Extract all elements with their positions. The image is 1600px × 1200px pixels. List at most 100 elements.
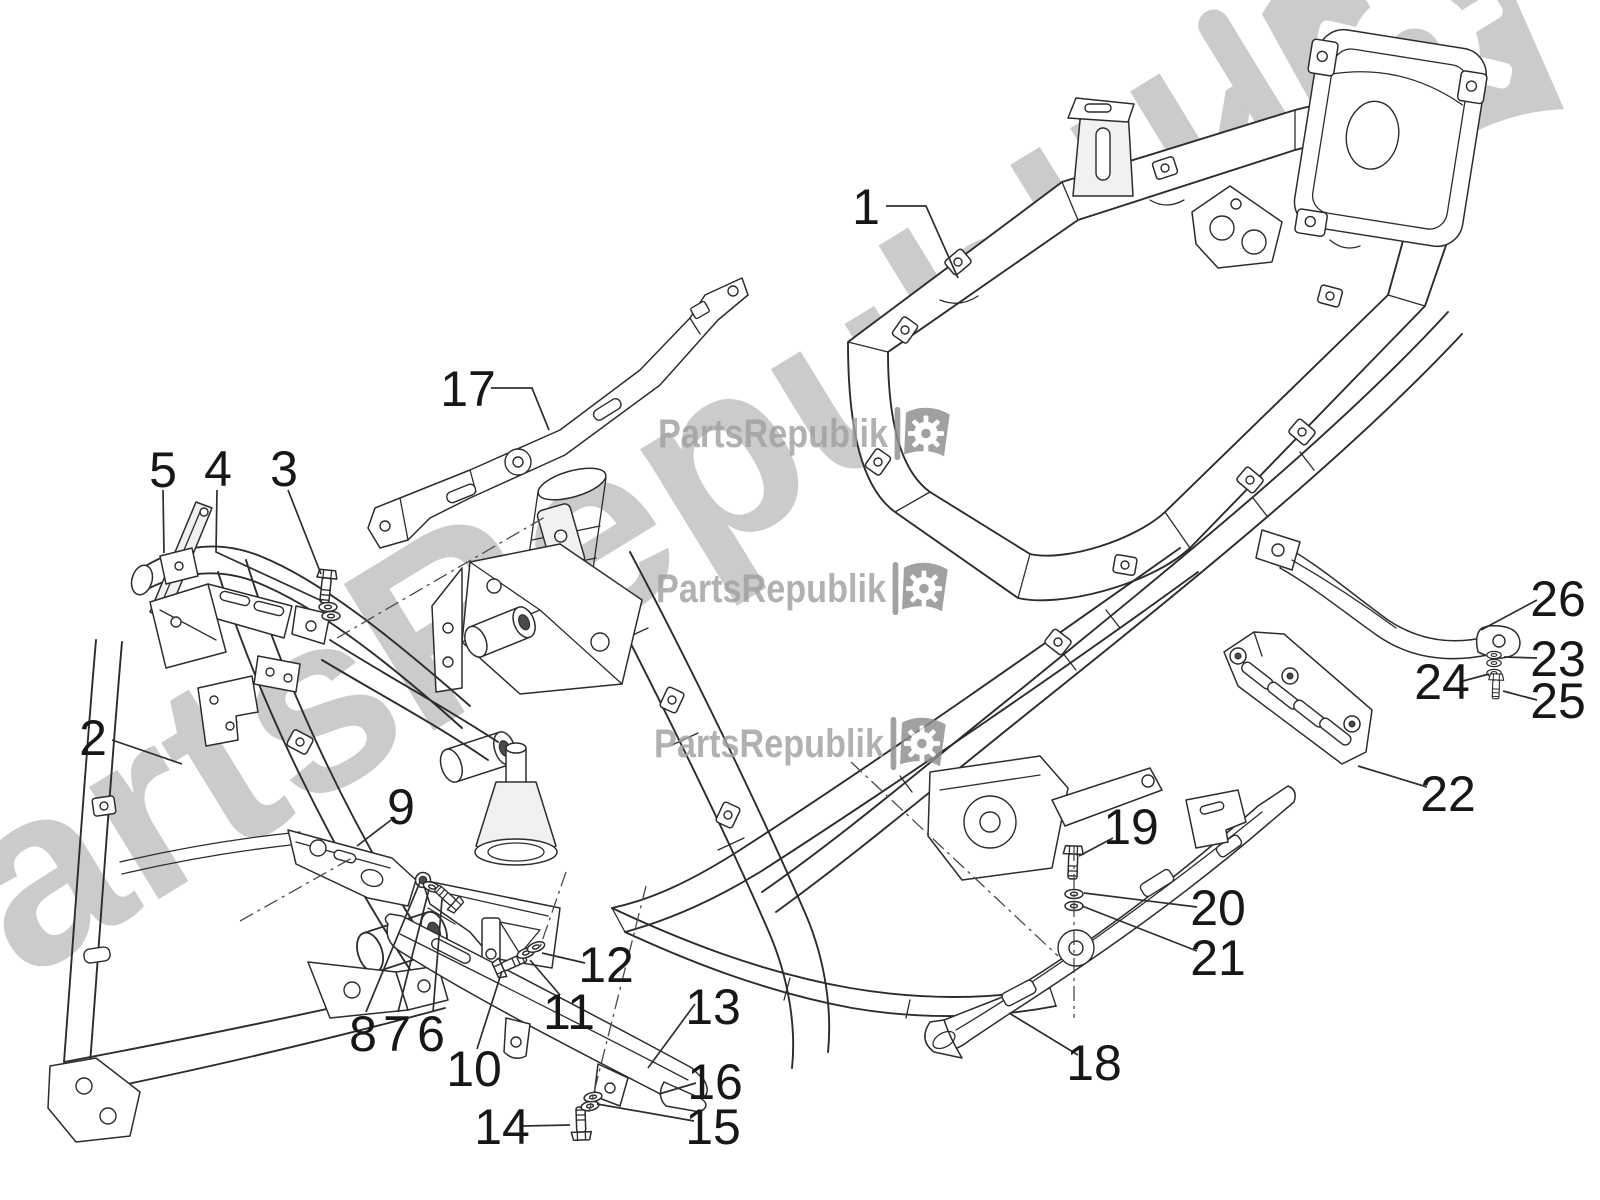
callout-12: 12 bbox=[541, 937, 634, 993]
callout-number: 22 bbox=[1420, 766, 1476, 822]
callout-1: 1 bbox=[852, 179, 959, 279]
subframe-head-cluster bbox=[130, 501, 499, 761]
callout-7: 7 bbox=[383, 888, 430, 1062]
callout-number: 18 bbox=[1066, 1035, 1122, 1091]
part-18-right-rail bbox=[924, 785, 1296, 1059]
callout-number: 6 bbox=[417, 1006, 445, 1062]
engine-hanger-bracket bbox=[1191, 185, 1283, 269]
callout-number: 8 bbox=[349, 1006, 377, 1062]
callout-leader-line bbox=[491, 387, 550, 431]
callout-20: 20 bbox=[1083, 880, 1246, 936]
part-23-washer bbox=[1486, 650, 1502, 660]
center-axis-line bbox=[239, 857, 353, 922]
callout-15: 15 bbox=[596, 1099, 741, 1155]
callout-24: 24 bbox=[1414, 654, 1490, 710]
center-axis-line bbox=[336, 516, 546, 639]
callout-leader-line bbox=[365, 881, 421, 1013]
stencil-watermark: PartsRepublik bbox=[658, 406, 950, 461]
callout-2: 2 bbox=[79, 710, 183, 766]
callout-number: 3 bbox=[270, 441, 298, 497]
callout-number: 11 bbox=[543, 984, 595, 1040]
part-1-frame-body bbox=[591, 28, 1488, 1069]
callout-23: 23 bbox=[1503, 631, 1586, 687]
stencil-watermark: PartsRepublik bbox=[656, 561, 948, 616]
stencil-watermark-flag bbox=[892, 561, 948, 616]
stencil-watermark-flag bbox=[890, 716, 946, 771]
callout-16: 16 bbox=[658, 1054, 743, 1110]
stencil-watermark-text: PartsRepublik bbox=[654, 722, 885, 766]
part-26-bracket bbox=[1255, 529, 1521, 660]
callout-11: 11 bbox=[529, 959, 595, 1040]
callout-number: 1 bbox=[852, 179, 880, 235]
callout-6: 6 bbox=[417, 898, 445, 1062]
callout-leader-line bbox=[356, 819, 392, 847]
callout-leader-line bbox=[1008, 1012, 1079, 1056]
part-3-washer bbox=[318, 601, 338, 613]
callout-leader-line bbox=[541, 952, 586, 964]
callout-21: 21 bbox=[1081, 905, 1246, 986]
gear-icon bbox=[903, 725, 941, 762]
callout-leader-line bbox=[596, 1103, 695, 1122]
callout-13: 13 bbox=[647, 979, 741, 1069]
callout-number: 5 bbox=[149, 442, 177, 498]
stencil-watermark: PartsRepublik bbox=[654, 716, 946, 771]
part-23-spring-washer bbox=[1486, 658, 1502, 668]
callout-number: 4 bbox=[204, 441, 232, 497]
swingarm-pivot-bracket bbox=[927, 755, 1163, 881]
callout-14: 14 bbox=[474, 1099, 571, 1155]
engine-mount-bushing bbox=[464, 606, 536, 658]
callout-leader-line bbox=[162, 489, 165, 554]
callout-leader-line bbox=[1081, 905, 1198, 952]
fasteners bbox=[313, 568, 1505, 1142]
callout-leader-line bbox=[476, 970, 503, 1050]
callout-leader-line bbox=[1357, 765, 1428, 788]
rear-plate bbox=[1293, 28, 1488, 248]
callout-26: 26 bbox=[1480, 571, 1586, 631]
callout-number: 10 bbox=[446, 1041, 502, 1097]
stencil-watermark-text: PartsRepublik bbox=[656, 567, 887, 611]
callout-number: 14 bbox=[474, 1099, 530, 1155]
callout-leader-line bbox=[1502, 690, 1538, 701]
callout-3: 3 bbox=[270, 441, 322, 575]
callout-9: 9 bbox=[356, 779, 415, 847]
callout-number: 23 bbox=[1530, 631, 1586, 687]
part-25-screw bbox=[1487, 673, 1505, 700]
callout-4: 4 bbox=[204, 441, 323, 602]
callout-leader-line bbox=[522, 1124, 571, 1127]
part-4-slotted-plate bbox=[199, 583, 331, 645]
callout-leader-line bbox=[287, 489, 322, 575]
callout-leader-line bbox=[1078, 837, 1114, 857]
callout-number: 13 bbox=[685, 979, 741, 1035]
callout-22: 22 bbox=[1357, 765, 1476, 822]
callout-leader-line bbox=[647, 1003, 696, 1069]
part-19-screw bbox=[1061, 844, 1085, 881]
callout-leader-line bbox=[658, 1082, 697, 1095]
steering-head-assembly bbox=[356, 467, 643, 974]
callout-number: 15 bbox=[685, 1099, 741, 1155]
callout-leader-line bbox=[111, 739, 183, 765]
bell-mount bbox=[474, 742, 558, 866]
callout-leader-line bbox=[529, 959, 561, 996]
part-17-left-rail bbox=[367, 277, 749, 549]
part-9-bracket bbox=[287, 829, 417, 907]
gear-icon bbox=[905, 570, 943, 607]
callout-8: 8 bbox=[349, 881, 421, 1062]
callout-leader-line bbox=[1462, 673, 1490, 682]
callout-number: 25 bbox=[1530, 673, 1586, 729]
callout-number: 7 bbox=[383, 1006, 411, 1062]
callout-number: 12 bbox=[578, 937, 634, 993]
callout-17: 17 bbox=[440, 361, 550, 431]
callout-number: 19 bbox=[1103, 799, 1159, 855]
callout-leader-line bbox=[397, 888, 430, 1013]
center-axis-line bbox=[850, 761, 1059, 957]
callout-25: 25 bbox=[1502, 673, 1586, 729]
part-22-skid-plate bbox=[1223, 631, 1373, 765]
callout-10: 10 bbox=[446, 970, 503, 1097]
part-14-screw bbox=[569, 1105, 593, 1142]
callout-number: 21 bbox=[1190, 930, 1246, 986]
stencil-watermark-flag bbox=[894, 406, 950, 461]
callout-18: 18 bbox=[1008, 1012, 1122, 1091]
